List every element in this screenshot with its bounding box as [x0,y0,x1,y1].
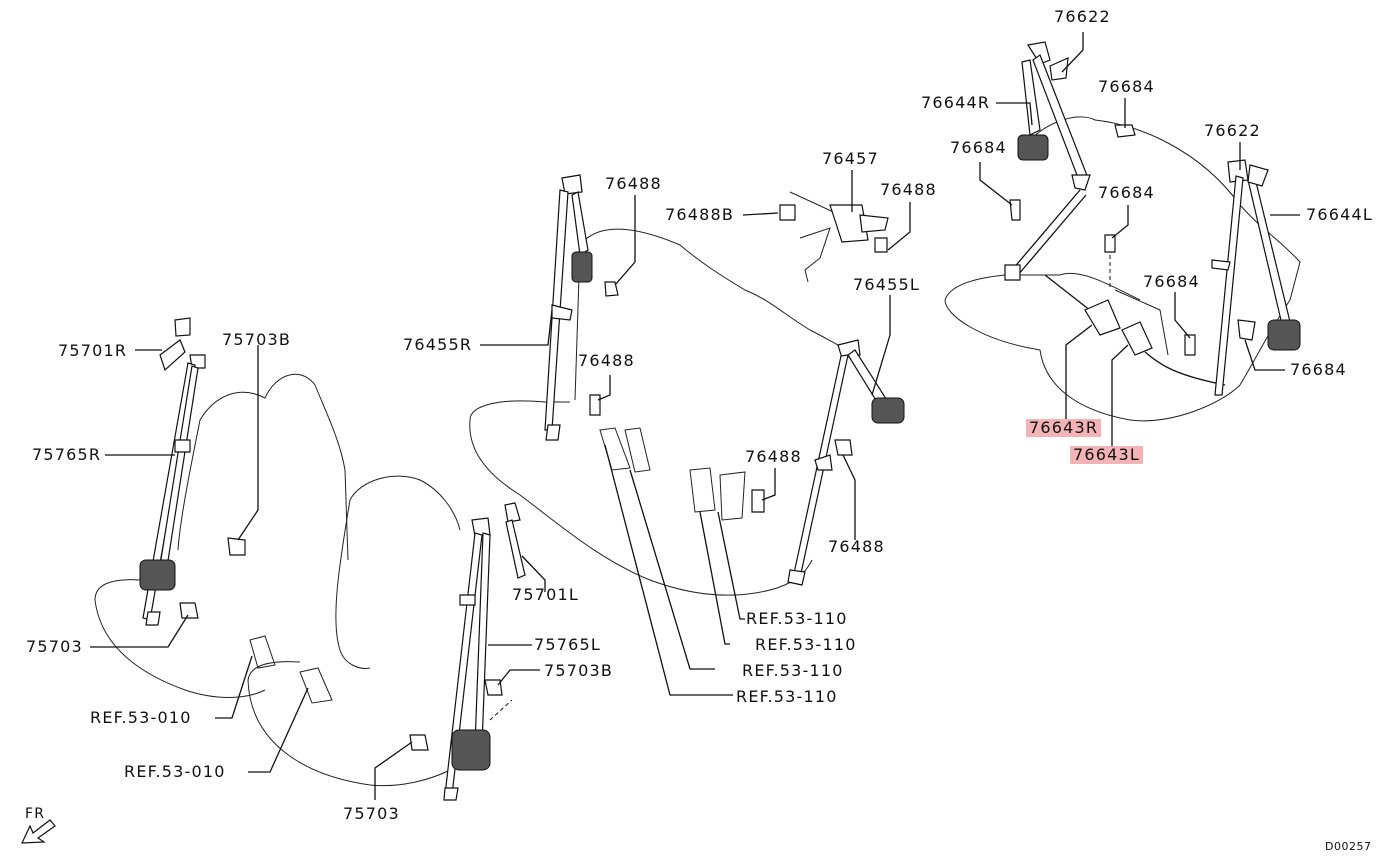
first-row-left-belt [409,502,526,801]
part-label-76488-b[interactable]: 76488 [880,180,937,199]
part-label-75703-bottom[interactable]: 75703 [343,804,400,823]
second-row-seat-outline [469,228,861,596]
part-label-76684-right[interactable]: 76684 [1290,360,1347,379]
part-label-75703b-top[interactable]: 75703B [222,330,292,349]
third-row-right-belt [1004,41,1136,290]
part-label-76684-buckle[interactable]: 76684 [1143,272,1200,291]
part-label-75765l[interactable]: 75765L [534,635,602,654]
part-label-76488-e[interactable]: 76488 [828,537,885,556]
part-label-75701l[interactable]: 75701L [512,585,580,604]
second-row-left-belt [751,339,905,586]
ref-label-53-110-a[interactable]: REF.53-110 [746,609,848,628]
part-label-75701r[interactable]: 75701R [58,341,128,360]
ref-label-53-110-d[interactable]: REF.53-110 [736,687,838,706]
leader-lines [90,32,1300,800]
part-label-75765r[interactable]: 75765R [32,445,102,464]
part-label-76622-right[interactable]: 76622 [1204,121,1261,140]
third-row-buckle [1044,274,1226,386]
part-label-76488b[interactable]: 76488B [665,205,735,224]
part-label-76684-left[interactable]: 76684 [950,138,1007,157]
ref-label-53-110-c[interactable]: REF.53-110 [742,661,844,680]
ref-label-53-110-b[interactable]: REF.53-110 [755,635,857,654]
ref-label-53-010-b[interactable]: REF.53-010 [124,762,226,781]
third-row-left-belt [1211,159,1301,396]
part-label-76684-top[interactable]: 76684 [1098,77,1155,96]
first-row-seat-outline [94,373,461,787]
second-row-right-belt [544,174,619,441]
part-label-76684-mid[interactable]: 76684 [1098,183,1155,202]
part-label-76457[interactable]: 76457 [822,149,879,168]
second-row-center-retractor [779,191,889,283]
ref-label-53-010-a[interactable]: REF.53-010 [90,708,192,727]
part-label-76488-a[interactable]: 76488 [605,174,662,193]
part-label-76643l-highlighted[interactable]: 76643L [1070,446,1144,464]
front-direction-label: FR [25,806,46,822]
part-label-75703b-bottom[interactable]: 75703B [544,661,614,680]
part-label-76455r[interactable]: 76455R [403,335,473,354]
part-label-76643r-highlighted[interactable]: 76643R [1026,419,1102,437]
diagram-code: D00257 [1325,840,1372,853]
part-label-76644r[interactable]: 76644R [921,93,991,112]
front-direction-arrow-icon [21,819,56,844]
part-label-75703-left[interactable]: 75703 [26,637,83,656]
part-label-76622-top[interactable]: 76622 [1054,7,1111,26]
first-row-right-belt [139,317,246,626]
part-label-76455l[interactable]: 76455L [853,275,921,294]
part-label-76488-d[interactable]: 76488 [745,447,802,466]
part-label-76644l[interactable]: 76644L [1306,205,1374,224]
part-label-76488-c[interactable]: 76488 [578,351,635,370]
third-row-seat-outline [944,116,1301,422]
